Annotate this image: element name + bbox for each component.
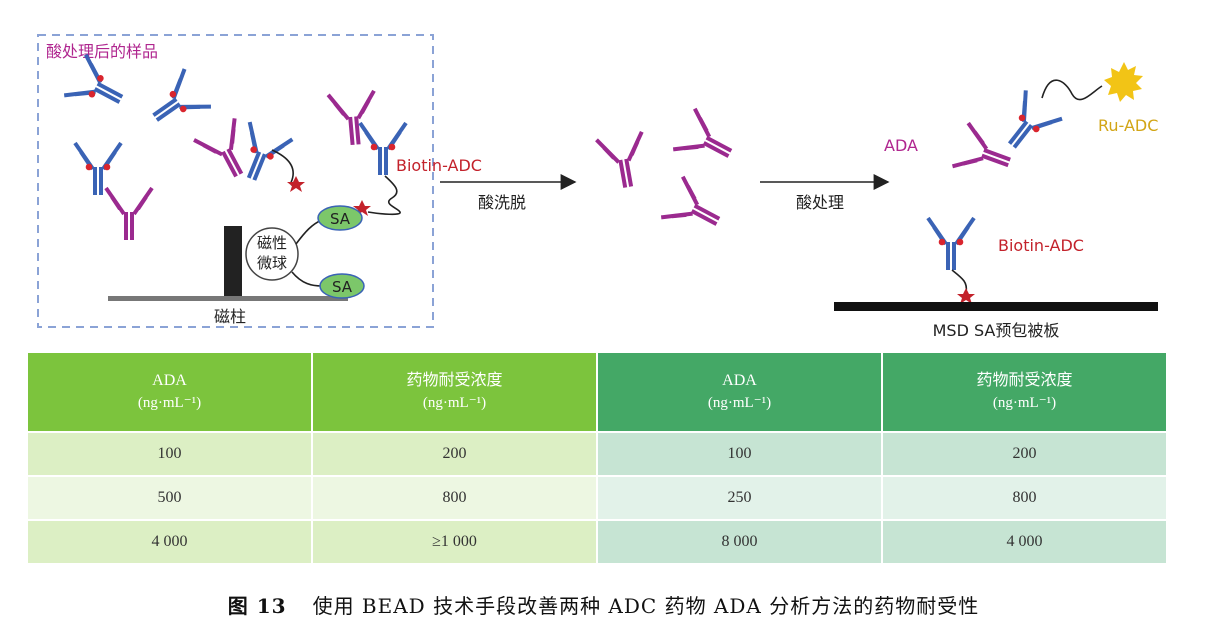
drug-tolerance-table: ADA (ng·mL⁻¹) 药物耐受浓度 (ng·mL⁻¹) ADA (ng·mL⁻¹… <box>28 353 1168 565</box>
table-cell: 800 <box>883 477 1168 521</box>
header-title: ADA <box>152 372 187 389</box>
elution-label: 酸洗脱 <box>478 193 526 212</box>
column-base <box>108 296 348 301</box>
table-cell: 4 000 <box>28 521 313 565</box>
ada-antibody-icon <box>64 55 132 120</box>
ada-antibody-icon <box>594 129 653 194</box>
table-header-row: ADA (ng·mL⁻¹) 药物耐受浓度 (ng·mL⁻¹) ADA (ng·mL⁻¹… <box>28 353 1168 433</box>
column-header: ADA (ng·mL⁻¹) <box>598 353 883 433</box>
magnet-column <box>224 226 242 300</box>
column-label: 磁柱 <box>214 307 246 326</box>
column-header: 药物耐受浓度 (ng·mL⁻¹) <box>883 353 1168 433</box>
table-cell: 4 000 <box>883 521 1168 565</box>
column-header: ADA (ng·mL⁻¹) <box>28 353 313 433</box>
ada-label: ADA <box>884 136 918 155</box>
msd-plate <box>834 302 1158 311</box>
table-row: 100 200 100 200 <box>28 433 1168 477</box>
biotin-star-icon <box>957 288 975 304</box>
magnetic-bead <box>245 227 299 281</box>
workflow-diagram: 酸处理后的样品 Biotin-ADC 磁柱 磁性 微球 SA SA 酸洗脱 酸处… <box>37 34 1158 340</box>
column-header: 药物耐受浓度 (ng·mL⁻¹) <box>313 353 598 433</box>
table-cell: 500 <box>28 477 313 521</box>
table-cell: 800 <box>313 477 598 521</box>
ada-antibody-icon <box>661 177 729 242</box>
table-cell: 250 <box>598 477 883 521</box>
ruthenium-label-icon <box>1104 62 1143 102</box>
linker <box>295 219 323 245</box>
biotin-adc-label-right: Biotin-ADC <box>998 236 1084 255</box>
header-title: 药物耐受浓度 <box>406 372 503 389</box>
table-row: 4 000 ≥1 000 8 000 4 000 <box>28 521 1168 565</box>
drug-antibody-icon <box>104 186 154 242</box>
table-cell: 100 <box>598 433 883 477</box>
bead-label-1: 磁性 <box>257 234 287 252</box>
ada-antibody-icon <box>673 109 741 174</box>
data-table: ADA (ng·mL⁻¹) 药物耐受浓度 (ng·mL⁻¹) ADA (ng·mL⁻¹… <box>28 353 1168 565</box>
ada-antibody-icon <box>139 66 213 139</box>
table-cell: 200 <box>883 433 1168 477</box>
caption-text: 使用 BEAD 技术手段改善两种 ADC 药物 ADA 分析方法的药物耐受性 <box>312 594 980 618</box>
linker <box>951 269 968 293</box>
table-cell: 8 000 <box>598 521 883 565</box>
ru-adc-antibody-icon <box>991 88 1065 162</box>
header-unit: (ng·mL⁻¹) <box>707 395 772 411</box>
header-title: 药物耐受浓度 <box>976 372 1073 389</box>
biotin-adc-antibody-icon <box>926 216 976 272</box>
figure-number: 图 13 <box>227 594 287 618</box>
bead-label-2: 微球 <box>257 254 287 272</box>
sample-box <box>37 34 434 328</box>
header-title: ADA <box>722 372 757 389</box>
table-cell: 100 <box>28 433 313 477</box>
biotin-adc-label-left: Biotin-ADC <box>396 156 482 175</box>
sa-label-1: SA <box>330 210 351 228</box>
table-cell: ≥1 000 <box>313 521 598 565</box>
ru-adc-label: Ru-ADC <box>1098 116 1158 135</box>
streptavidin <box>317 205 363 231</box>
header-unit: (ng·mL⁻¹) <box>422 395 487 411</box>
linker <box>1041 79 1103 101</box>
table-cell: 200 <box>313 433 598 477</box>
acid-label: 酸处理 <box>796 193 844 212</box>
streptavidin <box>319 273 365 299</box>
sample-label: 酸处理后的样品 <box>46 42 158 61</box>
linker <box>291 271 323 287</box>
ada-antibody-icon <box>950 121 1020 187</box>
figure-caption: 图 13 使用 BEAD 技术手段改善两种 ADC 药物 ADA 分析方法的药物耐… <box>0 590 1207 619</box>
biotin-star-icon <box>287 176 305 192</box>
header-unit: (ng·mL⁻¹) <box>992 395 1057 411</box>
ada-antibody-icon <box>73 141 123 197</box>
header-unit: (ng·mL⁻¹) <box>137 395 202 411</box>
sa-label-2: SA <box>332 278 353 296</box>
ada-antibody-icon <box>228 120 295 190</box>
table-row: 500 800 250 800 <box>28 477 1168 521</box>
plate-label: MSD SA预包被板 <box>933 321 1060 340</box>
linker <box>367 175 401 216</box>
